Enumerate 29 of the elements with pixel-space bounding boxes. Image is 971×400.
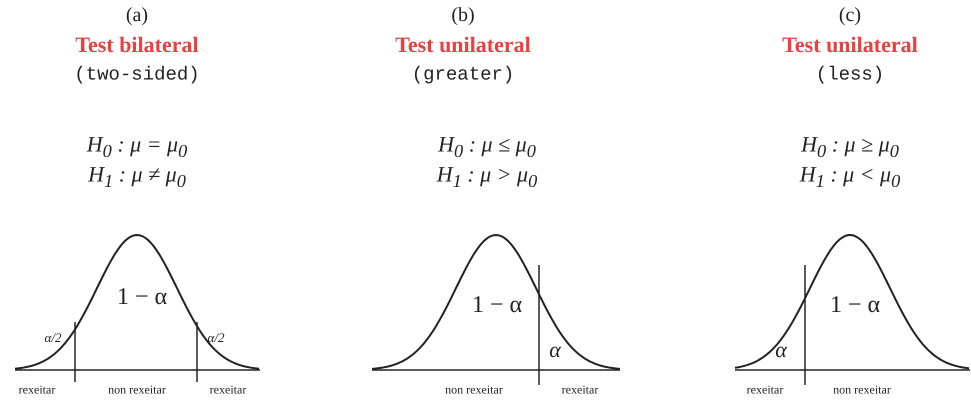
panel-label: (a) — [126, 4, 148, 26]
alternative-hypothesis: H$_{1}$ : μ ≠ μ$_{0}$ — [88, 162, 186, 192]
region-label: rexeitar — [210, 383, 246, 397]
panel-label: (b) — [451, 4, 475, 26]
test-title: Test bilateral — [75, 32, 199, 58]
null-hypothesis: H$_{0}$ : μ = μ$_{0}$ — [86, 132, 188, 162]
rejection-area-label: α/2 — [208, 330, 224, 346]
region-label: rexeitar — [562, 383, 598, 397]
alternative-name: (two-sided) — [74, 64, 200, 86]
alternative-name: (greater) — [412, 64, 514, 86]
acceptance-area-label: 1 − α — [116, 284, 168, 310]
region-label: non rexeitar — [108, 383, 166, 397]
alternative-name: (less) — [816, 64, 884, 86]
test-title: Test unilateral — [782, 32, 918, 58]
rejection-area-label: α — [775, 338, 787, 362]
panel-label: (c) — [838, 4, 862, 26]
alternative-hypothesis: H$_{1}$ : μ < μ$_{0}$ — [800, 162, 900, 192]
region-label: rexeitar — [746, 383, 784, 397]
acceptance-area-label: 1 − α — [830, 292, 880, 318]
region-label: rexeitar — [18, 383, 56, 397]
rejection-area-label: α/2 — [44, 330, 62, 346]
null-hypothesis: H$_{0}$ : μ ≥ μ$_{0}$ — [801, 132, 899, 162]
region-label: non rexeitar — [833, 383, 891, 397]
rejection-area-label: α — [549, 338, 561, 362]
region-label: non rexeitar — [445, 383, 503, 397]
acceptance-area-label: 1 − α — [472, 292, 522, 318]
alternative-hypothesis: H$_{1}$ : μ > μ$_{0}$ — [436, 162, 538, 192]
null-hypothesis: H$_{0}$ : μ ≤ μ$_{0}$ — [438, 132, 536, 162]
test-title: Test unilateral — [395, 32, 531, 58]
